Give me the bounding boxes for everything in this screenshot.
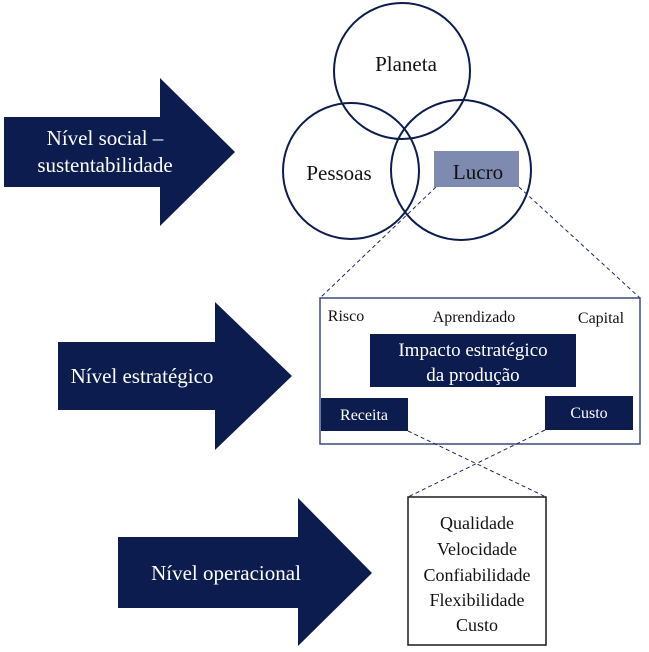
receita-label: Receita [340,407,388,424]
arrow-operational-level: Nível operacional [118,498,372,646]
operational-item-5: Custo [456,615,498,635]
arrow-operational-label: Nível operacional [151,561,301,585]
operational-box: Qualidade Velocidade Confiabilidade Flex… [407,496,547,646]
operational-item-1: Qualidade [440,513,514,533]
custo-box [545,396,633,430]
connector-receita-line [407,430,547,498]
arrow-strategic-label: Nível estratégico [71,364,214,388]
venn-diagram: Planeta Pessoas Lucro [282,2,532,241]
arrow-operational-shape [118,498,372,646]
connector-line-right [518,186,641,299]
arrow-social-label-line1: Nível social – [47,126,164,150]
operational-item-4: Flexibilidade [430,590,525,610]
venn-circle-lucro [390,99,532,241]
custo-label: Custo [570,405,607,422]
connector-custo-line [407,429,546,498]
strategic-label-risco: Risco [328,308,364,325]
connector-lucro-to-strategic [319,186,641,299]
impacto-box [370,334,576,387]
strategic-box: Risco Aprendizado Capital Impacto estrat… [319,297,641,445]
arrow-social-level: Nível social – sustentabilidade [4,78,235,226]
connector-strategic-to-operational [407,429,547,498]
operational-box-frame [407,496,547,646]
operational-item-2: Velocidade [437,539,517,559]
receita-box [321,398,408,431]
connector-line-left [319,186,437,299]
venn-label-pessoas: Pessoas [306,161,371,185]
operational-item-3: Confiabilidade [424,565,531,585]
arrow-strategic-level: Nível estratégico [58,302,292,450]
venn-label-lucro: Lucro [453,160,503,184]
venn-circle-planeta [333,2,471,140]
impacto-label-line1: Impacto estratégico [398,340,547,361]
arrow-social-shape [4,78,235,226]
arrow-social-label-line2: sustentabilidade [37,153,172,177]
arrow-strategic-shape [58,302,292,450]
venn-lucro-box [434,151,519,187]
strategic-label-capital: Capital [578,310,625,327]
strategic-label-aprendizado: Aprendizado [433,309,516,326]
venn-circle-pessoas [282,102,420,240]
impacto-label-line2: da produção [426,365,519,386]
venn-label-planeta: Planeta [375,52,437,76]
